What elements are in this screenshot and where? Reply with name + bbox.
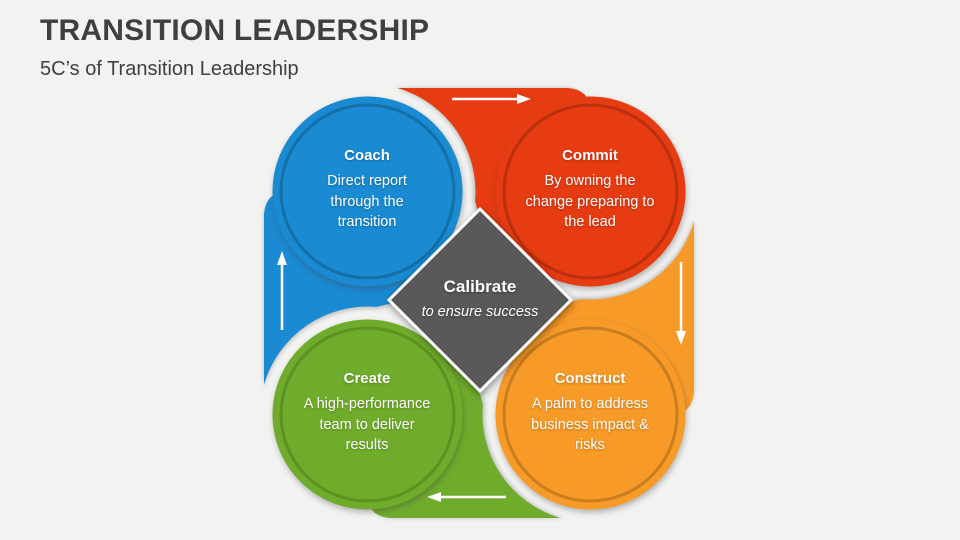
node-construct: Construct A palm to address business imp…	[524, 370, 656, 456]
node-coach-title: Coach	[344, 147, 390, 164]
node-calibrate-subtitle: to ensure success	[421, 304, 539, 320]
node-construct-description: A palm to address business impact & risk…	[531, 396, 649, 454]
flow-arrow-down-icon	[676, 262, 686, 345]
node-commit-description: By owning the change preparing to the le…	[525, 173, 655, 231]
slide-subtitle: 5C’s of Transition Leadership	[40, 58, 299, 80]
node-calibrate: Calibrate to ensure success	[400, 277, 560, 320]
coach-circle-ring	[279, 103, 456, 280]
node-commit: Commit By owning the change preparing to…	[524, 147, 656, 233]
node-create-title: Create	[343, 370, 391, 387]
construct-circle-ring	[502, 326, 679, 503]
commit-circle-ring	[502, 103, 679, 280]
construct-circle	[495, 319, 686, 510]
flow-arrow-up-icon	[277, 251, 287, 330]
node-create: Create A high-performance team to delive…	[301, 370, 433, 456]
node-construct-title: Construct	[554, 370, 626, 387]
node-create-description: A high-performance team to deliver resul…	[303, 396, 431, 454]
node-commit-title: Commit	[562, 147, 618, 164]
flow-arrow-right-icon	[452, 94, 531, 104]
flow-arrow-left-icon	[427, 492, 506, 502]
node-coach-description: Direct report through the transition	[327, 173, 407, 231]
create-circle	[272, 319, 463, 510]
node-calibrate-title: Calibrate	[443, 277, 517, 296]
node-coach: Coach Direct report through the transiti…	[301, 147, 433, 233]
commit-circle	[495, 96, 686, 287]
calibrate-diamond	[386, 206, 574, 394]
slide-title: TRANSITION LEADERSHIP	[40, 14, 430, 47]
coach-circle	[272, 96, 463, 287]
create-circle-ring	[279, 326, 456, 503]
